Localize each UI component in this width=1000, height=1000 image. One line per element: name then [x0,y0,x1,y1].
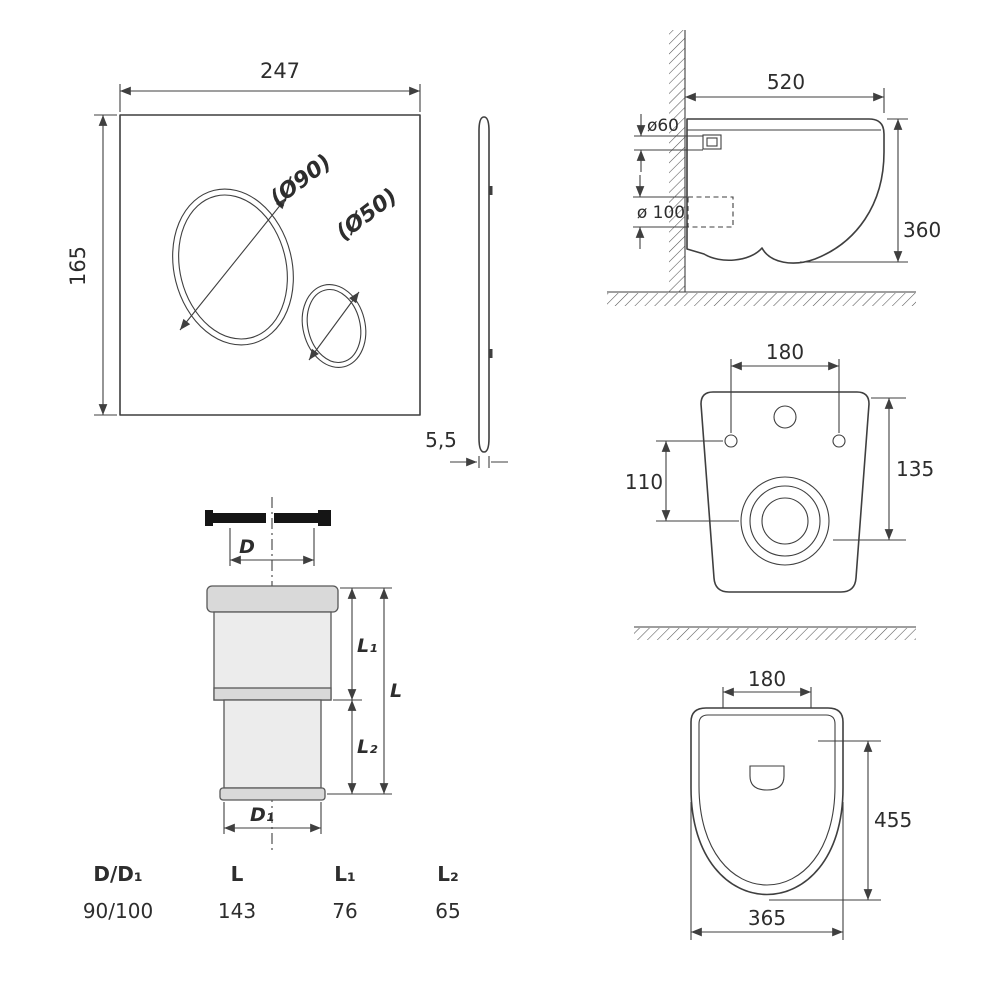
flush-plate-front-view: 247 165 (Ø90) (Ø50) [66,59,421,416]
plate-height-label: 165 [66,246,90,286]
clip-top [489,186,493,195]
dim-wc-height: 360 [800,118,941,263]
inlet-fitting [702,134,722,150]
outlet-diameter-label: ø 100 [637,203,685,223]
dimension-table: D/D₁ L L₁ L₂ 90/100 143 76 65 [83,862,461,923]
seat-outline-inner [698,714,836,886]
wc-height-label: 360 [903,218,941,242]
floor-hatch-2 [634,628,916,640]
wall-hatch [669,30,685,292]
dim-plate-thickness: 5,5 [425,428,508,468]
dim-outlet-offset: 110 [625,440,739,522]
dim-inlet-diameter: ø60 [634,114,703,172]
clip-bottom [489,349,493,358]
dim-d1-label: D₁ [250,804,274,826]
upper-body-band [213,687,332,701]
wc-side-profile [686,118,885,264]
dim-outlet-height: 135 [833,397,934,541]
seat-length-label: 455 [874,808,912,832]
dim-d-label: D [239,536,255,558]
seal-ring [205,510,331,526]
fixing-hole-left [724,434,738,448]
table-value-l: 143 [218,899,256,923]
table-header-l2: L₂ [437,862,459,886]
socket-collar [206,585,339,613]
dim-l2: L₂ [327,700,392,795]
table-value-dd1: 90/100 [83,899,153,923]
floor-hatch [607,293,916,306]
outlet-offset-label: 110 [625,470,663,494]
dim-d: D [229,528,315,566]
table-header-l1: L₁ [334,862,356,886]
fixing-distance-label: 180 [766,340,804,364]
table-header-dd1: D/D₁ [93,862,142,886]
dim-seat-width: 365 [690,802,844,940]
spigot [223,699,322,789]
seat-width-label: 365 [748,906,786,930]
outlet-pipe-hidden [687,196,734,228]
dim-hinge-distance: 180 [722,667,812,735]
plate-thickness-label: 5,5 [425,428,457,452]
wc-side-view: 520 ø60 ø 100 360 [607,30,941,306]
table-header-l: L [231,862,244,886]
connector-section: D L₁ L₂ L [205,497,402,852]
flush-plate-side-view: 5,5 [425,116,508,468]
plate-side-profile [478,116,490,453]
connector-pipe [206,585,339,801]
inlet-diameter-label: ø60 [647,116,679,136]
outlet-height-label: 135 [896,457,934,481]
plate-outline [119,114,421,416]
dim-seat-length: 455 [769,740,912,901]
dim-l2-label: L₂ [357,736,378,758]
inlet-fitting-inner [706,137,718,147]
wc-front-outline [700,391,870,593]
dim-plate-height: 165 [66,114,117,416]
dim-l1: L₁ [333,587,392,701]
dim-fixing-distance: 180 [730,340,840,433]
dim-l: L [379,588,402,794]
dim-wc-depth: 520 [685,70,885,113]
seat-outline-outer [690,707,844,896]
dim-l-label: L [390,680,402,702]
outlet-circle-inner [761,497,809,545]
outlet-circle-mid [749,485,821,557]
wc-plan-view: 180 455 365 [690,667,912,940]
bottom-ring [219,787,326,801]
table-value-l1: 76 [332,899,357,923]
inlet-hole [773,405,797,429]
dim-outlet-diameter: ø 100 [633,175,687,249]
fixing-hole-right [832,434,846,448]
plate-width-label: 247 [260,59,300,83]
wc-depth-label: 520 [767,70,805,94]
dim-d1: D₁ [223,802,322,834]
dim-l1-label: L₁ [357,635,377,657]
hinge-distance-label: 180 [748,667,786,691]
upper-body [213,611,332,701]
outlet-circle-outer [740,476,830,566]
table-value-l2: 65 [435,899,460,923]
dim-plate-width: 247 [119,59,421,112]
seat-hinge-detail [749,765,785,791]
wc-front-view: 180 110 135 [625,340,934,640]
